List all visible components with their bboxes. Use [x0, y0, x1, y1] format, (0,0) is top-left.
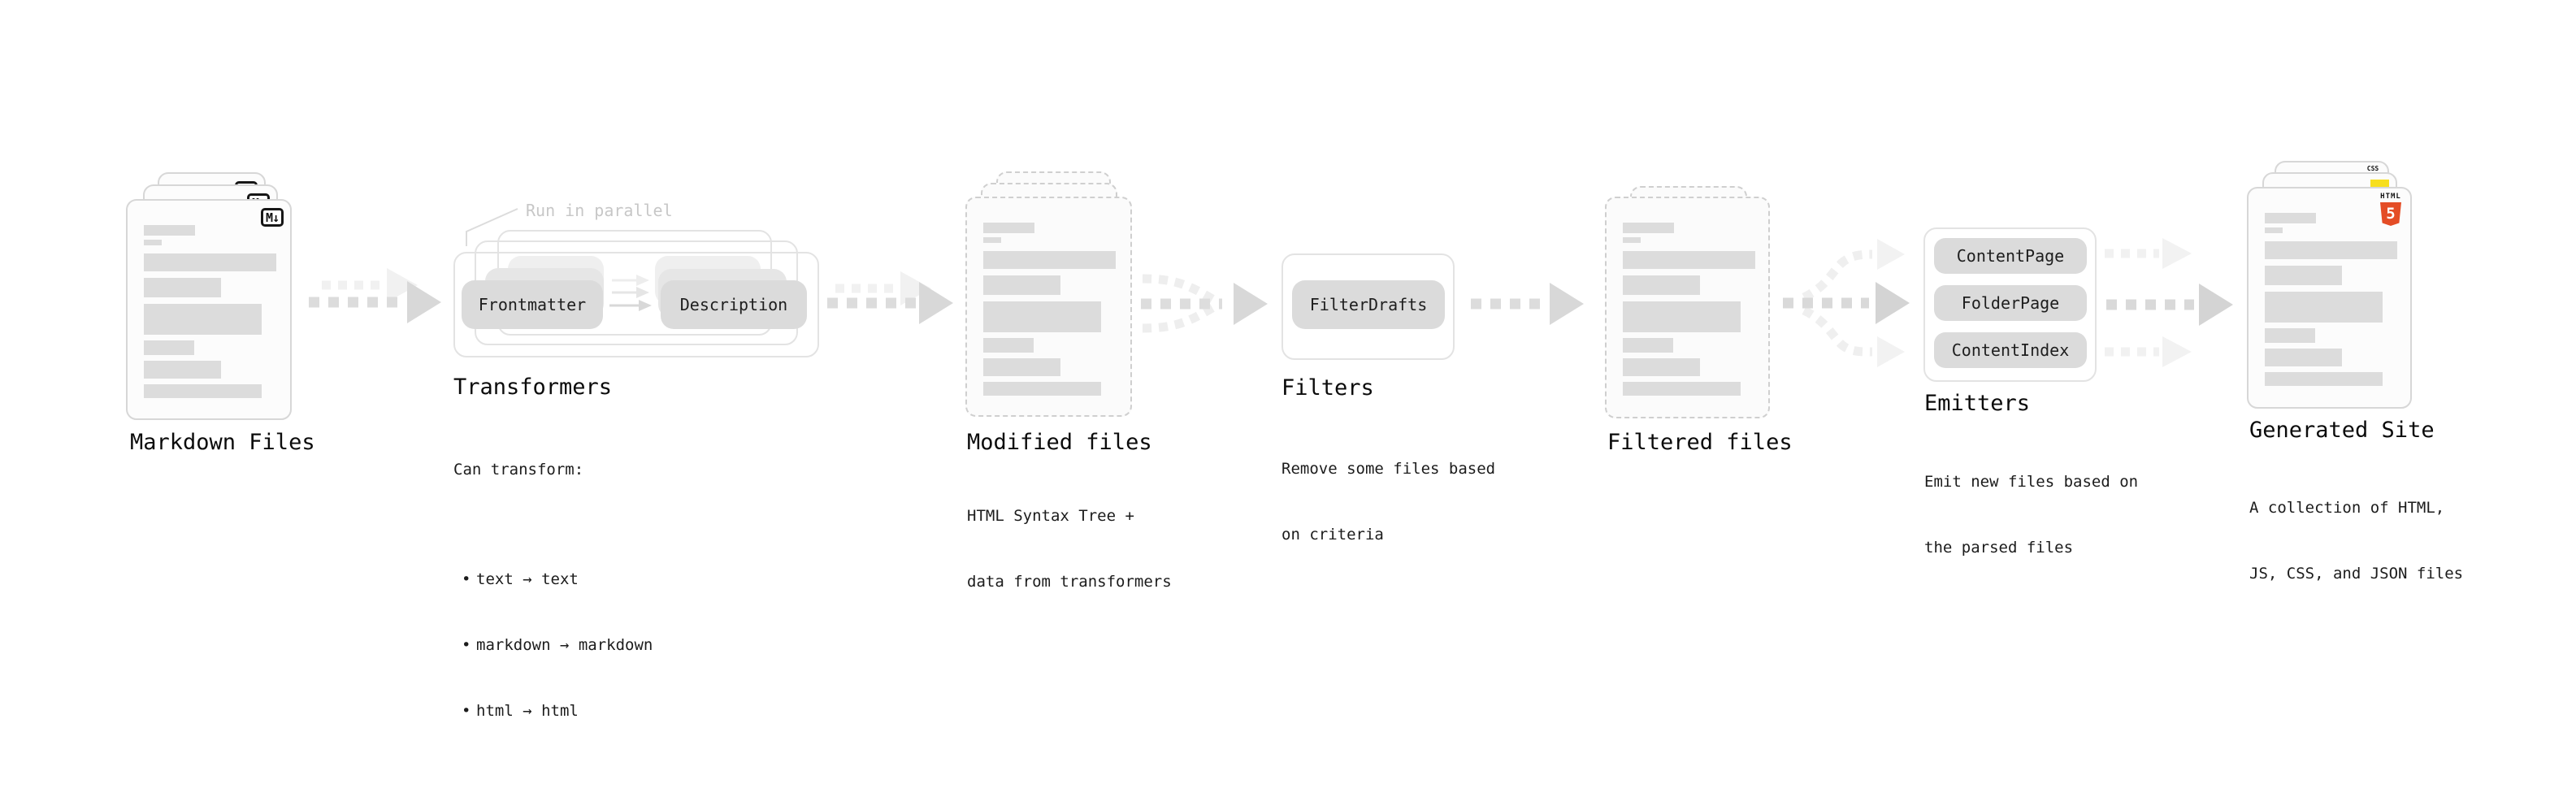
note-line: Remove some files based	[1281, 460, 1496, 478]
contentpage-chip: ContentPage	[1934, 238, 2087, 274]
file-content-placeholder	[983, 223, 1116, 396]
file-content-placeholder	[1623, 223, 1755, 396]
transform-bullet-list: text → text markdown → markdown html → h…	[453, 525, 653, 766]
run-in-parallel-leader-line	[466, 208, 518, 246]
emitters-title: Emitters	[1924, 391, 2031, 416]
html5-icon: HTML 5	[2380, 193, 2401, 226]
note-line: the parsed files	[1924, 539, 2074, 557]
transformers-note: Can transform: text → text markdown → ma…	[453, 415, 653, 810]
note-line: JS, CSS, and JSON files	[2249, 565, 2464, 583]
file-content-placeholder	[2265, 213, 2397, 386]
arrow-filtered-to-emitters-fanout	[1783, 239, 1910, 367]
modified-file-icon-front	[965, 197, 1132, 417]
arrow-filters-to-filtered	[1471, 283, 1584, 325]
bullet-item: text → text	[453, 569, 653, 591]
note-line: on criteria	[1281, 526, 1384, 544]
note-line: HTML Syntax Tree +	[967, 507, 1134, 525]
markdown-icon: M↓	[260, 208, 284, 227]
css-icon-label: CSS	[2366, 165, 2379, 172]
flow-arrows	[309, 208, 2233, 367]
markdown-file-icon-front: M↓	[126, 199, 292, 420]
filterdrafts-chip: FilterDrafts	[1292, 280, 1445, 329]
note-heading: Can transform:	[453, 461, 584, 479]
filtered-file-icon-front	[1605, 197, 1770, 418]
filtered-files-title: Filtered files	[1607, 430, 1793, 455]
html5-icon-number: 5	[2386, 205, 2396, 223]
arrow-emitters-to-generated	[2105, 238, 2233, 367]
bullet-item: markdown → markdown	[453, 635, 653, 656]
run-in-parallel-annotation: Run in parallel	[526, 201, 673, 220]
file-content-placeholder	[144, 225, 276, 398]
bullet-item: html → html	[453, 700, 653, 722]
html5-icon-shield: 5	[2380, 202, 2401, 226]
pipeline-diagram: M↓ M↓ M↓ Markdown Files Run in parallel …	[0, 0, 2576, 681]
generated-site-note: A collection of HTML, JS, CSS, and JSON …	[2249, 453, 2463, 629]
note-line: data from transformers	[967, 573, 1172, 591]
modified-files-title: Modified files	[967, 430, 1152, 455]
transformers-title: Transformers	[453, 375, 613, 400]
note-line: A collection of HTML,	[2249, 499, 2445, 517]
modified-files-note: HTML Syntax Tree + data from transformer…	[967, 461, 1172, 637]
description-chip: Description	[661, 280, 807, 329]
parallel-transform-arrows	[609, 275, 652, 311]
arrow-markdown-to-transformers	[309, 268, 441, 323]
emitters-note: Emit new files based on the parsed files	[1924, 427, 2138, 603]
arrow-modified-to-filters-merge	[1141, 274, 1268, 333]
frontmatter-chip: Frontmatter	[462, 280, 603, 329]
arrow-transformers-to-modified	[827, 271, 953, 324]
folderpage-chip: FolderPage	[1934, 285, 2087, 321]
filters-title: Filters	[1281, 375, 1374, 401]
transformer-frame-front	[453, 252, 819, 357]
html5-icon-label: HTML	[2380, 193, 2401, 201]
generated-file-icon-front: HTML 5	[2247, 187, 2412, 409]
note-line: Emit new files based on	[1924, 473, 2139, 491]
generated-site-title: Generated Site	[2249, 418, 2435, 443]
filters-note: Remove some files based on criteria	[1281, 414, 1495, 590]
contentindex-chip: ContentIndex	[1934, 332, 2087, 368]
markdown-files-title: Markdown Files	[130, 430, 315, 455]
